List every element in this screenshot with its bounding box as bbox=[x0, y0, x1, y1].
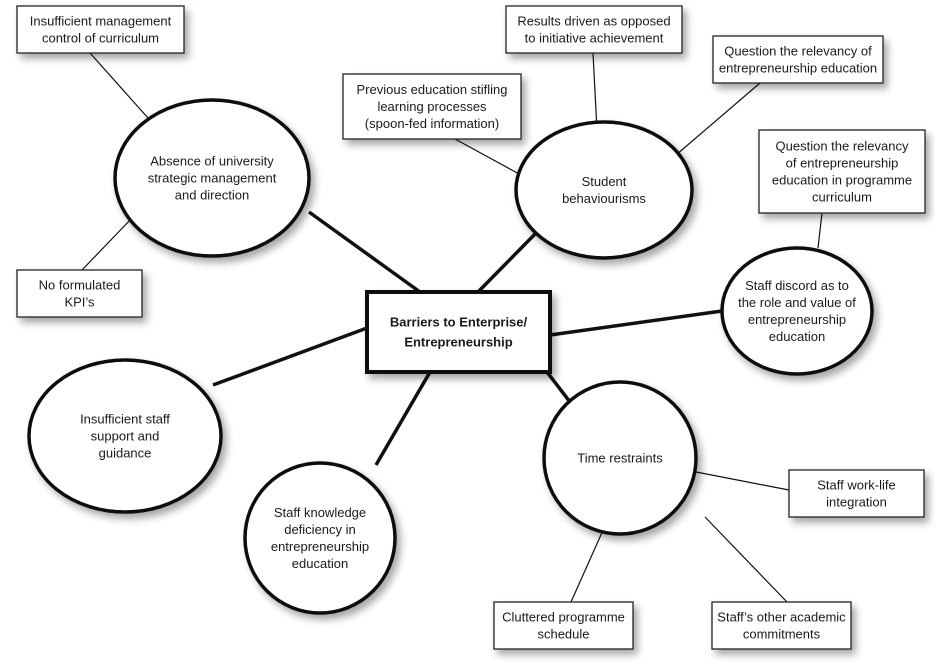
branch-node-strategic-text-line: Absence of university bbox=[150, 154, 274, 169]
leaf-box-frame bbox=[16, 5, 185, 54]
branch-node-discord-text-line: entrepreneurship bbox=[748, 312, 846, 327]
branch-node-discord-text-line: education bbox=[769, 329, 825, 344]
leaf-box-frame bbox=[788, 469, 925, 518]
leaf-box-strategic-0-text-line: Insufficient management bbox=[30, 14, 172, 29]
leaf-box-student-0-text-line: learning processes bbox=[377, 99, 487, 114]
leaf-box-frame bbox=[505, 5, 683, 54]
branch-node-support-text-line: support and bbox=[91, 429, 160, 444]
leaf-box-time-1-text-line: Cluttered programme bbox=[502, 610, 625, 625]
central-node: Barriers to Enterprise/Entrepreneurship bbox=[365, 290, 552, 374]
branch-ellipse-student bbox=[514, 120, 694, 260]
leaf-box-time-2: Staff’s other academic commitments bbox=[711, 601, 852, 650]
leaf-box-time-0-text-line: integration bbox=[826, 495, 887, 510]
connectors bbox=[81, 52, 823, 603]
leaf-box-student-2-text-line: Question the relevancy of bbox=[724, 44, 872, 59]
leaf-box-discord-0: Question the relevancy of entrepreneurshi… bbox=[758, 129, 926, 214]
branch-node-strategic-text-line: and direction bbox=[175, 188, 249, 203]
leaf-box-discord-0-text-line: Question the relevancy bbox=[776, 139, 909, 154]
leaf-box-discord-0-text-line: education in programme bbox=[772, 173, 912, 188]
leaf-box-student-1-text-line: Results driven as opposed bbox=[517, 14, 670, 29]
spoke-connector-student bbox=[476, 230, 539, 294]
branch-node-strategic-text-line: strategic management bbox=[148, 171, 277, 186]
branch-node-support-text-line: guidance bbox=[99, 446, 152, 461]
branch-node-knowledge: Staff knowledge deficiency in entrepreneur… bbox=[243, 461, 397, 615]
branch-ellipse-support bbox=[27, 358, 223, 514]
leaf-box-student-2-text-line: entrepreneurship education bbox=[719, 61, 877, 76]
branch-node-discord: Staff discord as to the role and value of… bbox=[720, 246, 874, 376]
leaf-box-student-2: Question the relevancy of entrepreneurshi… bbox=[712, 35, 884, 84]
leaf-box-student-1-text-line: to initiative achievement bbox=[525, 31, 664, 46]
leaf-connector-strategic-0 bbox=[89, 52, 149, 119]
leaf-box-student-0-text-line: Previous education stifling bbox=[356, 82, 507, 97]
nodes: Barriers to Enterprise/Entrepreneurship A… bbox=[16, 5, 926, 650]
central-node-box bbox=[365, 290, 552, 374]
leaf-box-time-1-text-line: schedule bbox=[537, 627, 589, 642]
spoke-connector-support bbox=[212, 326, 368, 387]
leaf-connector-strategic-1 bbox=[81, 216, 134, 271]
leaf-box-student-1: Results driven as opposed to initiative a… bbox=[505, 5, 683, 54]
branch-node-support: Insufficient staff support and guidance bbox=[27, 358, 223, 514]
leaf-box-student-0: Previous education stifling learning proc… bbox=[342, 73, 522, 140]
leaf-connector-student-1 bbox=[592, 52, 598, 131]
leaf-connector-student-2 bbox=[675, 82, 761, 156]
branch-node-knowledge-text-line: education bbox=[292, 556, 348, 571]
branch-node-time: Time restraints bbox=[542, 380, 698, 536]
leaf-box-frame bbox=[493, 601, 634, 650]
leaf-box-frame bbox=[342, 73, 522, 140]
leaf-box-frame bbox=[758, 129, 926, 214]
leaf-connector-time-0 bbox=[690, 470, 790, 491]
branch-node-student: Student behaviourisms bbox=[514, 120, 694, 260]
branch-node-discord-text-line: Staff discord as to bbox=[745, 278, 849, 293]
branch-node-student-text-line: Student bbox=[582, 174, 627, 189]
leaf-connector-time-2 bbox=[704, 516, 788, 603]
branch-node-discord-text-line: the role and value of bbox=[738, 295, 856, 310]
branch-ellipse-time bbox=[542, 380, 698, 536]
leaf-box-frame bbox=[711, 601, 852, 650]
leaf-box-time-0-text-line: Staff work-life bbox=[817, 478, 896, 493]
spoke-connector-knowledge bbox=[374, 371, 432, 466]
branch-ellipse-discord bbox=[720, 246, 874, 376]
leaf-box-discord-0-text-line: curriculum bbox=[812, 190, 872, 205]
leaf-box-time-0: Staff work-life integration bbox=[788, 469, 925, 518]
leaf-box-strategic-1-text-line: No formulated bbox=[39, 278, 121, 293]
spoke-connector-strategic bbox=[307, 210, 422, 294]
central-node-text-line: Barriers to Enterprise/ bbox=[390, 315, 528, 330]
leaf-box-time-1: Cluttered programme schedule bbox=[493, 601, 634, 650]
spoke-connector-time bbox=[545, 370, 572, 404]
central-node-text-line: Entrepreneurship bbox=[404, 335, 512, 350]
leaf-box-time-2-text-line: commitments bbox=[743, 627, 821, 642]
branch-node-strategic: Absence of university strategic managemen… bbox=[113, 98, 311, 258]
branch-node-student-text-line: behaviourisms bbox=[562, 191, 646, 206]
branch-ellipse-strategic bbox=[113, 98, 311, 258]
leaf-box-student-0-text-line: (spoon-fed information) bbox=[365, 116, 499, 131]
leaf-box-strategic-0-text-line: control of curriculum bbox=[42, 31, 159, 46]
leaf-connector-discord-0 bbox=[817, 212, 823, 249]
branch-node-knowledge-text-line: entrepreneurship bbox=[271, 539, 369, 554]
branch-node-knowledge-text-line: Staff knowledge bbox=[274, 505, 366, 520]
branch-ellipse-knowledge bbox=[243, 461, 397, 615]
spoke-connector-discord bbox=[549, 309, 723, 337]
branch-node-time-text-line: Time restraints bbox=[577, 451, 663, 466]
leaf-box-strategic-0: Insufficient management control of curric… bbox=[16, 5, 185, 54]
leaf-box-frame bbox=[712, 35, 884, 84]
leaf-box-frame bbox=[16, 269, 143, 318]
branch-node-support-text-line: Insufficient staff bbox=[80, 412, 170, 427]
branch-node-knowledge-text-line: deficiency in bbox=[284, 522, 356, 537]
leaf-connector-time-1 bbox=[570, 527, 605, 603]
leaf-connector-student-0 bbox=[454, 138, 522, 176]
leaf-box-discord-0-text-line: of entrepreneurship bbox=[786, 156, 899, 171]
leaf-box-strategic-1-text-line: KPI’s bbox=[64, 295, 95, 310]
leaf-box-time-2-text-line: Staff’s other academic bbox=[717, 610, 846, 625]
